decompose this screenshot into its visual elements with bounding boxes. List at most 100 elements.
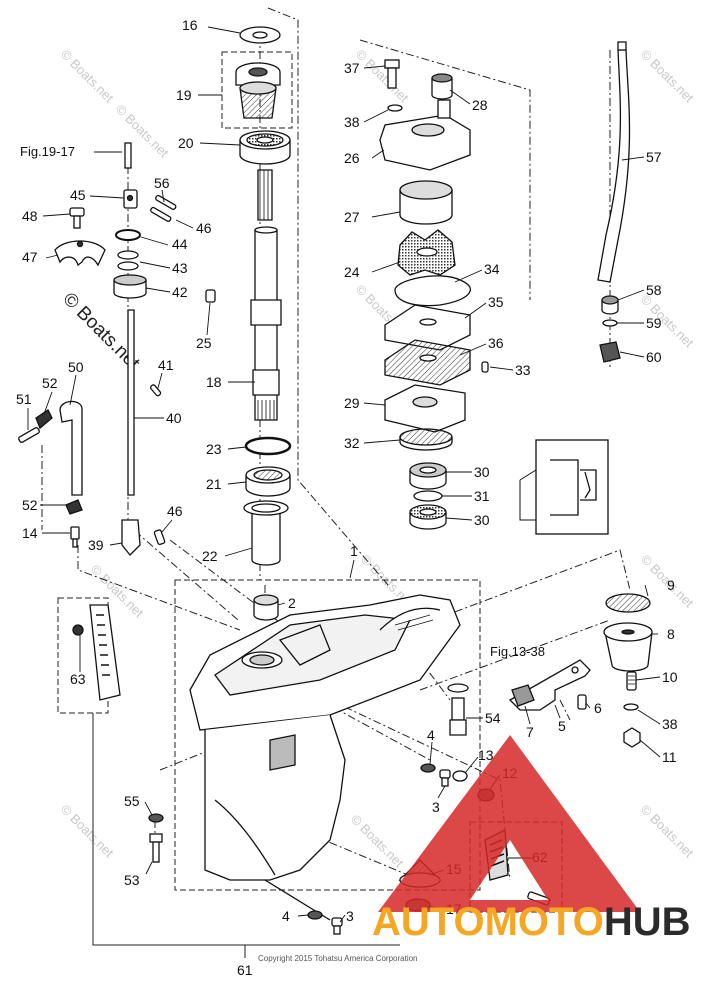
part-39-cam [121,519,141,556]
part-22-sleeve [243,500,289,566]
part-54-bolt [447,683,469,736]
brand-logo: AUTOMOTOHUB [372,735,691,944]
part-51-screw [18,426,40,444]
part-label-34: 34 [484,261,500,277]
part-58-grommet [601,295,619,315]
part-label-39: 39 [88,537,104,553]
part-37-bolt [384,59,400,89]
watermark-text: © Boats.net [353,47,412,106]
part-fig-19-17-rod [124,142,132,169]
part-label-46: 46 [196,220,212,236]
part-label-23: 23 [206,441,222,457]
part-48-bolt [69,207,85,229]
group-box-1 [174,579,481,891]
part-14-nipple [70,526,80,548]
part-label-37: 37 [344,60,360,76]
watermark-text: © Boats.net [58,47,117,106]
part-31-collar [413,490,443,502]
part-label-61: 61 [237,962,253,978]
part-24-impeller [397,229,456,276]
part-9-gasket [605,593,651,613]
fig-ref-19-17[interactable]: Fig.19-17 [20,144,75,159]
part-36-gasket [384,339,471,386]
part-label-13: 13 [478,747,494,763]
part-3-screw [331,917,343,935]
part-label-35: 35 [488,294,504,310]
part-label-51: 51 [16,391,32,407]
part-label-40: 40 [166,410,182,426]
part-41-pin [150,384,162,397]
part-label-57: 57 [646,149,662,165]
part-label-1: 1 [350,543,358,559]
part-29-housing [384,384,466,433]
part-34-gasket [394,275,472,307]
part-11-nut [623,727,641,748]
part-50-hose [59,400,83,496]
part-label-53: 53 [124,872,140,888]
part-label-38: 38 [662,716,678,732]
part-label-30: 30 [474,512,490,528]
part-1-gearcase [189,594,461,921]
part-label-41: 41 [158,357,174,373]
part-label-27: 27 [344,209,360,225]
bracket-61 [92,713,400,958]
group-box-63 [57,597,109,714]
part-label-50: 50 [68,359,84,375]
part-42-grommet [113,274,147,299]
part-6-screw [577,694,587,710]
part-52-clip [35,409,83,515]
part-46-pin [153,529,166,546]
part-label-56: 56 [154,175,170,191]
part-label-25: 25 [196,335,212,351]
part-label-52: 52 [22,497,38,513]
part-7-clip [511,684,535,707]
part-label-60: 60 [646,349,662,365]
part-19-gear [235,62,281,119]
label-leaders [27,26,661,923]
part-8-cap [603,622,653,672]
part-label-32: 32 [344,435,360,451]
part-label-33: 33 [515,362,531,378]
copyright-text: Copyright 2015 Tohatsu America Corporati… [258,954,418,963]
part-label-28: 28 [472,97,488,113]
part-label-46: 46 [167,503,183,519]
part-label-38: 38 [344,114,360,130]
part-label-42: 42 [172,284,188,300]
part-label-24: 24 [344,264,360,280]
part-label-30: 30 [474,464,490,480]
part-18-drive-shaft [250,169,282,421]
part-label-8: 8 [667,626,675,642]
part-63-anode [72,604,121,701]
part-30-seal [409,462,447,490]
fig-ref-13-38[interactable]: Fig.13-38 [490,644,545,659]
part-13-washer [452,770,468,782]
part-label-4: 4 [282,908,290,924]
part-label-26: 26 [344,150,360,166]
part-53-bolt [149,833,163,863]
part-label-54: 54 [485,710,501,726]
part-label-43: 43 [172,260,188,276]
part-21-seal [245,466,291,497]
watermark-text: © Boats.net [638,47,697,106]
part-label-47: 47 [22,249,38,265]
part-38-washer [623,703,639,711]
group-box-19 [221,51,293,129]
brand-triangle [378,735,640,912]
part-2-bushing [253,594,279,621]
part-label-29: 29 [344,395,360,411]
part-label-7: 7 [526,724,534,740]
part-56-pins [150,194,177,223]
part-27-insert [399,180,453,225]
part-label-9: 9 [667,577,675,593]
part-33-pin [481,361,489,373]
part-20-bearing [239,130,291,165]
part-44-oring [115,229,141,241]
part-4-washer [307,910,323,920]
part-label-3: 3 [432,799,440,815]
part-label-45: 45 [70,187,86,203]
parts [18,26,653,935]
part-label-59: 59 [646,315,662,331]
part-label-10: 10 [662,669,678,685]
part-label-44: 44 [172,236,188,252]
